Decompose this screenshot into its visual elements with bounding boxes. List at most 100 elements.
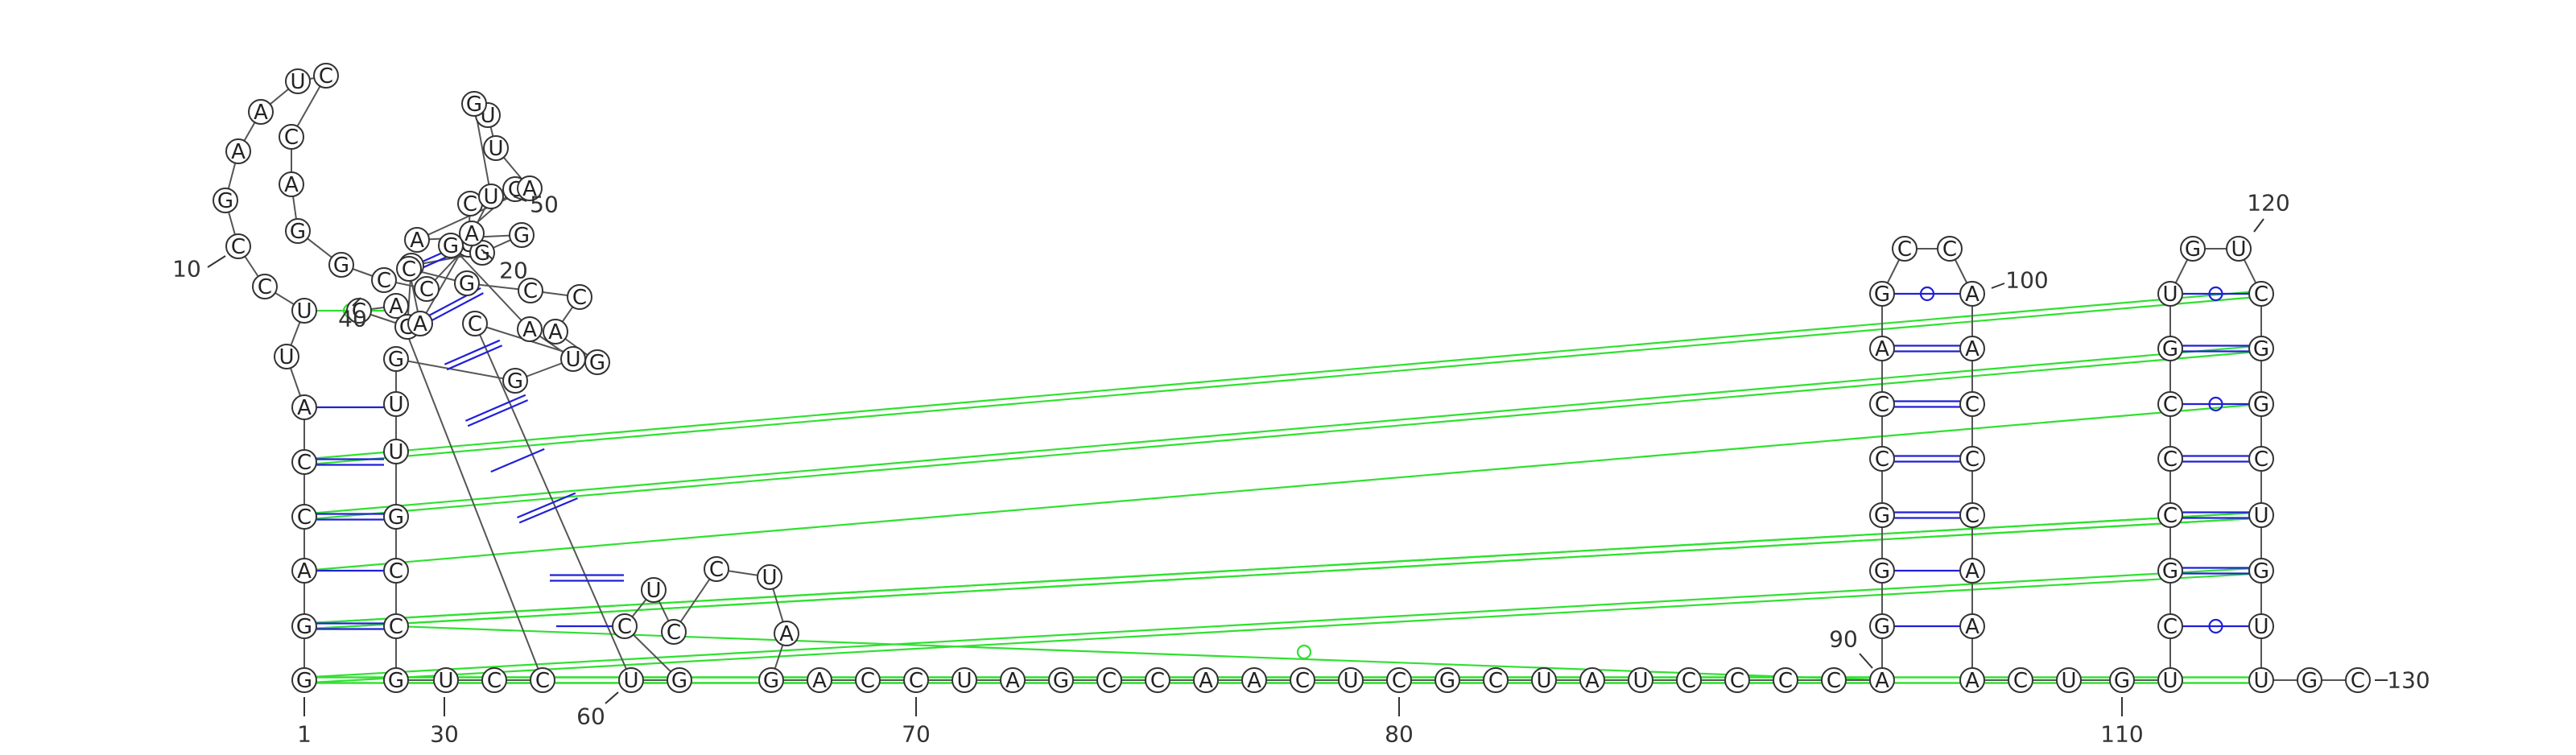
nucleotide-102: A bbox=[1959, 336, 1985, 361]
nucleotide-75: C bbox=[1096, 667, 1122, 693]
svg-text:C: C bbox=[258, 275, 272, 299]
svg-text:C: C bbox=[709, 558, 724, 582]
position-label-1: 1 bbox=[297, 721, 312, 748]
tertiary-interaction bbox=[316, 404, 2250, 571]
nucleotide-2: G bbox=[291, 613, 317, 639]
svg-text:A: A bbox=[548, 320, 563, 344]
svg-text:U: U bbox=[296, 299, 312, 324]
nucleotide-118: G bbox=[2157, 336, 2183, 361]
svg-text:U: U bbox=[2061, 669, 2076, 693]
nucleotide-100: C bbox=[1937, 236, 1963, 262]
svg-text:C: C bbox=[389, 615, 403, 639]
nucleotide-25: G bbox=[438, 233, 464, 258]
nucleotide-11: G bbox=[213, 188, 238, 213]
nucleotide-115: C bbox=[2157, 502, 2183, 528]
svg-text:A: A bbox=[1965, 337, 1979, 361]
nucleotide-120: G bbox=[2180, 236, 2206, 262]
svg-text:G: G bbox=[459, 272, 475, 296]
nucleotide-93: G bbox=[1869, 558, 1895, 584]
svg-text:G: G bbox=[474, 241, 490, 266]
nucleotide-55: C bbox=[518, 278, 543, 303]
svg-text:G: G bbox=[671, 669, 687, 693]
svg-text:G: G bbox=[296, 615, 312, 639]
svg-text:C: C bbox=[468, 312, 482, 336]
svg-text:G: G bbox=[1874, 559, 1890, 584]
base-pair bbox=[446, 344, 503, 371]
svg-text:G: G bbox=[507, 369, 523, 394]
nucleotide-53: C bbox=[396, 256, 422, 282]
position-label-110: 110 bbox=[2100, 721, 2143, 748]
nucleotide-107: A bbox=[1959, 613, 1985, 639]
nucleotide-12: A bbox=[225, 138, 251, 164]
tertiary-interactions bbox=[316, 291, 2250, 684]
svg-text:A: A bbox=[231, 140, 246, 164]
nucleotide-15: C bbox=[313, 63, 339, 89]
nucleotide-105: C bbox=[1959, 502, 1985, 528]
nucleotide-106: A bbox=[1959, 558, 1985, 584]
svg-text:A: A bbox=[812, 669, 827, 693]
svg-text:C: C bbox=[231, 235, 246, 259]
base-pair-marker bbox=[2208, 618, 2223, 634]
svg-text:C: C bbox=[297, 505, 312, 530]
svg-text:G: G bbox=[2162, 337, 2178, 361]
position-tick bbox=[207, 255, 226, 268]
nucleotide-17: A bbox=[279, 171, 304, 197]
nucleotide-45: A bbox=[404, 227, 430, 253]
position-label-10: 10 bbox=[172, 256, 201, 283]
tertiary-interaction bbox=[316, 573, 2250, 683]
svg-text:C: C bbox=[1965, 448, 1979, 472]
svg-text:C: C bbox=[1730, 669, 1744, 693]
position-label-80: 80 bbox=[1385, 721, 1414, 748]
svg-text:C: C bbox=[2254, 283, 2268, 307]
position-tick bbox=[1859, 653, 1873, 669]
svg-text:C: C bbox=[2254, 448, 2268, 472]
nucleotide-121: U bbox=[2226, 236, 2252, 262]
position-tick bbox=[1991, 283, 2005, 289]
svg-text:C: C bbox=[523, 279, 538, 303]
nucleotide-117: C bbox=[2157, 391, 2183, 417]
tertiary-interaction bbox=[316, 567, 2249, 678]
nucleotide-26: A bbox=[517, 316, 543, 342]
nucleotide-46: A bbox=[517, 175, 543, 201]
nucleotide-61: G bbox=[667, 667, 692, 693]
nucleotide-83: C bbox=[1483, 667, 1509, 693]
nucleotide-71: C bbox=[903, 667, 929, 693]
svg-text:G: G bbox=[2253, 393, 2269, 417]
svg-text:C: C bbox=[487, 669, 502, 693]
position-label-70: 70 bbox=[902, 721, 931, 748]
svg-text:G: G bbox=[589, 351, 605, 375]
svg-text:A: A bbox=[522, 318, 537, 342]
nucleotide-23: C bbox=[457, 191, 483, 217]
svg-text:U: U bbox=[623, 669, 638, 693]
nucleotide-109: C bbox=[2008, 667, 2033, 693]
nucleotide-96: C bbox=[1869, 391, 1895, 417]
nucleotide-73: A bbox=[1000, 667, 1026, 693]
svg-text:G: G bbox=[466, 93, 482, 117]
svg-text:C: C bbox=[2163, 393, 2178, 417]
base-pair bbox=[464, 394, 526, 422]
backbone-segment bbox=[450, 245, 530, 330]
nucleotide-125: C bbox=[2248, 446, 2274, 472]
base-pair bbox=[425, 292, 484, 325]
svg-text:C: C bbox=[2013, 669, 2028, 693]
nucleotide-37: C bbox=[481, 667, 507, 693]
nucleotide-99: C bbox=[1892, 236, 1918, 262]
nucleotide-114: G bbox=[2157, 558, 2183, 584]
nucleotide-80: U bbox=[1338, 667, 1364, 693]
nucleotide-68: G bbox=[758, 667, 784, 693]
svg-text:C: C bbox=[297, 451, 312, 475]
svg-text:G: G bbox=[388, 669, 404, 693]
position-tick bbox=[513, 196, 527, 202]
backbone-segment bbox=[395, 305, 543, 681]
svg-text:C: C bbox=[2163, 615, 2178, 639]
svg-text:U: U bbox=[438, 669, 453, 693]
position-tick bbox=[481, 249, 493, 260]
nucleotide-52: A bbox=[407, 311, 433, 336]
position-tick bbox=[352, 297, 361, 307]
nucleotide-63: U bbox=[641, 577, 667, 603]
svg-text:G: G bbox=[2253, 559, 2269, 584]
nucleotide-84: U bbox=[1531, 667, 1557, 693]
base-pair-marker bbox=[1919, 286, 1935, 302]
nucleotide-43: G bbox=[469, 240, 495, 266]
